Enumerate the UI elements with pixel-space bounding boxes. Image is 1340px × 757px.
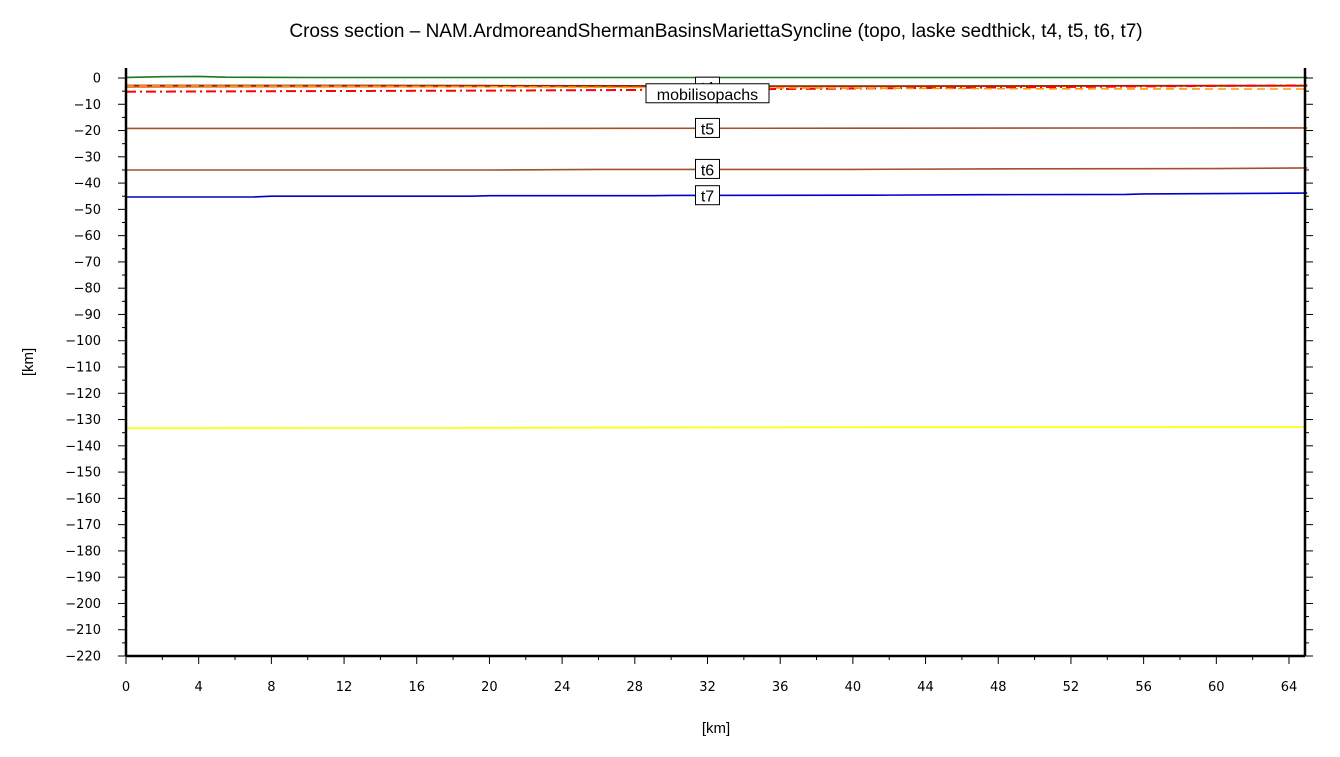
chart-title: Cross section – NAM.ArdmoreandShermanBas…: [289, 21, 1142, 42]
y-tick-label: −220: [65, 650, 101, 665]
x-tick-label: 12: [336, 680, 353, 695]
x-tick-label: 48: [990, 680, 1007, 695]
y-tick-label: −100: [65, 334, 101, 349]
y-tick-label: −10: [74, 98, 101, 113]
x-tick-label: 64: [1281, 680, 1298, 695]
y-tick-label: −60: [74, 229, 101, 244]
series-line-t7: [126, 192, 1308, 198]
y-tick-label: −140: [65, 439, 101, 454]
y-tick-label: −110: [65, 361, 101, 376]
x-tick-label: 16: [408, 680, 425, 695]
y-tick-label: −170: [65, 518, 101, 533]
y-tick-label: −150: [65, 466, 101, 481]
y-tick-label: −180: [65, 544, 101, 559]
x-tick-label: 56: [1135, 680, 1152, 695]
y-tick-label: −20: [74, 124, 101, 139]
y-tick-label: −70: [74, 255, 101, 270]
x-tick-label: 32: [699, 680, 716, 695]
x-tick-label: 52: [1063, 680, 1080, 695]
y-tick-label: −90: [74, 308, 101, 323]
y-tick-label: −120: [65, 387, 101, 402]
series-line-mobilisopachs: [125, 84, 1308, 93]
series-label-text: t7: [701, 189, 714, 206]
series-label-t7: t7: [695, 185, 720, 206]
y-tick-label: −80: [74, 282, 101, 297]
series-line-topo: [125, 75, 1308, 79]
y-tick-label: −50: [74, 203, 101, 218]
y-tick-label: 0: [93, 72, 101, 87]
annotation-layer: t4mobilisopachst5t6t7: [645, 76, 770, 206]
series-label-box: [645, 83, 770, 104]
x-tick-label: 8: [267, 680, 275, 695]
y-axis-label: [km]: [20, 348, 37, 376]
x-tick-label: 4: [195, 680, 203, 695]
series-label-box: [695, 117, 720, 138]
series-label-text: t5: [701, 121, 714, 138]
axes-layer: 0 −10 −20 −30 −40 −50 −60 −70 −80 −90 −100 −110 −120…: [65, 68, 1313, 695]
series-label-box: [695, 158, 720, 179]
y-tick-label: −190: [65, 571, 101, 586]
y-tick-label: −160: [65, 492, 101, 507]
y-tick-label: −200: [65, 597, 101, 612]
x-tick-label: 20: [481, 680, 498, 695]
x-tick-label: 60: [1208, 680, 1225, 695]
series-layer: [125, 75, 1308, 430]
y-tick-label: −30: [74, 150, 101, 165]
series-label-mobilisopachs: mobilisopachs: [645, 83, 770, 104]
x-tick-label: 36: [772, 680, 789, 695]
series-label-t6: t6: [695, 158, 720, 179]
series-label-text: t6: [701, 162, 714, 179]
x-tick-label: 28: [627, 680, 644, 695]
x-tick-label: 24: [554, 680, 571, 695]
series-label-text: mobilisopachs: [657, 87, 758, 104]
y-tick-label: −130: [65, 413, 101, 428]
series-label-t5: t5: [695, 117, 720, 138]
x-tick-label: 44: [917, 680, 934, 695]
x-axis-label: [km]: [702, 720, 730, 737]
x-tick-label: 0: [122, 680, 130, 695]
series-line-t6: [126, 167, 1308, 171]
series-label-box: [695, 185, 720, 206]
y-tick-label: −40: [74, 177, 101, 192]
y-tick-label: −210: [65, 623, 101, 638]
x-tick-label: 40: [845, 680, 862, 695]
series-line-lab: [125, 426, 1308, 430]
series-line-sed-dashed: [125, 85, 1308, 90]
